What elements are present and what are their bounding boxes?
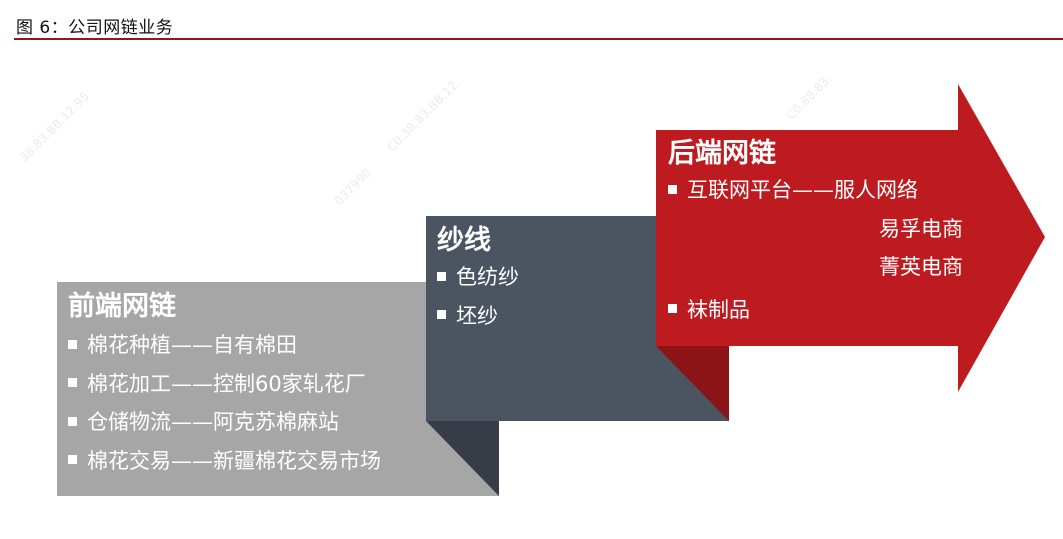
front-item: 棉花种植——自有棉田	[68, 326, 381, 365]
square-bullet-icon	[668, 184, 677, 194]
front-item-label: 棉花交易——新疆棉花交易市场	[87, 448, 381, 473]
square-bullet-icon	[68, 416, 77, 426]
yarn-title: 纱线	[437, 225, 491, 256]
front-item-label: 棉花加工——控制60家轧花厂	[87, 371, 366, 396]
back-item-label: 互联网平台——服人网络	[687, 178, 918, 202]
back-item-continuation: 菁英电商	[879, 255, 963, 279]
front-item: 棉花交易——新疆棉花交易市场	[68, 442, 381, 481]
back-chain-title: 后端网链	[668, 138, 776, 169]
caption-divider	[14, 38, 1063, 40]
square-bullet-icon	[668, 304, 677, 313]
front-chain-title: 前端网链	[68, 291, 176, 322]
yarn-item: 坯纱	[437, 297, 519, 336]
back-item-continuation: 易孚电商	[879, 216, 963, 241]
back-item: 互联网平台——服人网络	[668, 171, 963, 210]
yarn-item-label: 坯纱	[456, 303, 498, 328]
back-item: 袜制品	[668, 291, 963, 330]
front-item: 棉花加工——控制60家轧花厂	[68, 365, 381, 404]
front-item: 仓储物流——阿克苏棉麻站	[68, 403, 381, 442]
back-chain: 后端网链 互联网平台——服人网络 易孚电商 菁英电商 袜制品	[668, 137, 963, 329]
front-item-label: 棉花种植——自有棉田	[87, 333, 297, 357]
front-chain: 前端网链 棉花种植——自有棉田 棉花加工——控制60家轧花厂 仓储物流——阿克苏…	[68, 290, 381, 480]
square-bullet-icon	[68, 455, 77, 464]
yarn-item-label: 色纺纱	[456, 265, 519, 289]
back-item-label: 袜制品	[687, 297, 750, 322]
square-bullet-icon	[437, 271, 446, 281]
back-fold	[656, 346, 729, 421]
back-chain-arrow	[656, 84, 1045, 392]
front-chain-block	[57, 282, 499, 496]
square-bullet-icon	[68, 339, 77, 349]
square-bullet-icon	[437, 310, 446, 319]
yarn-fold	[426, 421, 499, 496]
front-item-label: 仓储物流——阿克苏棉麻站	[87, 410, 339, 434]
figure-caption: 图 6：公司网链业务	[16, 18, 174, 38]
yarn-item: 色纺纱	[437, 258, 519, 297]
yarn-chain: 纱线 色纺纱 坯纱	[437, 224, 519, 335]
square-bullet-icon	[68, 378, 77, 387]
